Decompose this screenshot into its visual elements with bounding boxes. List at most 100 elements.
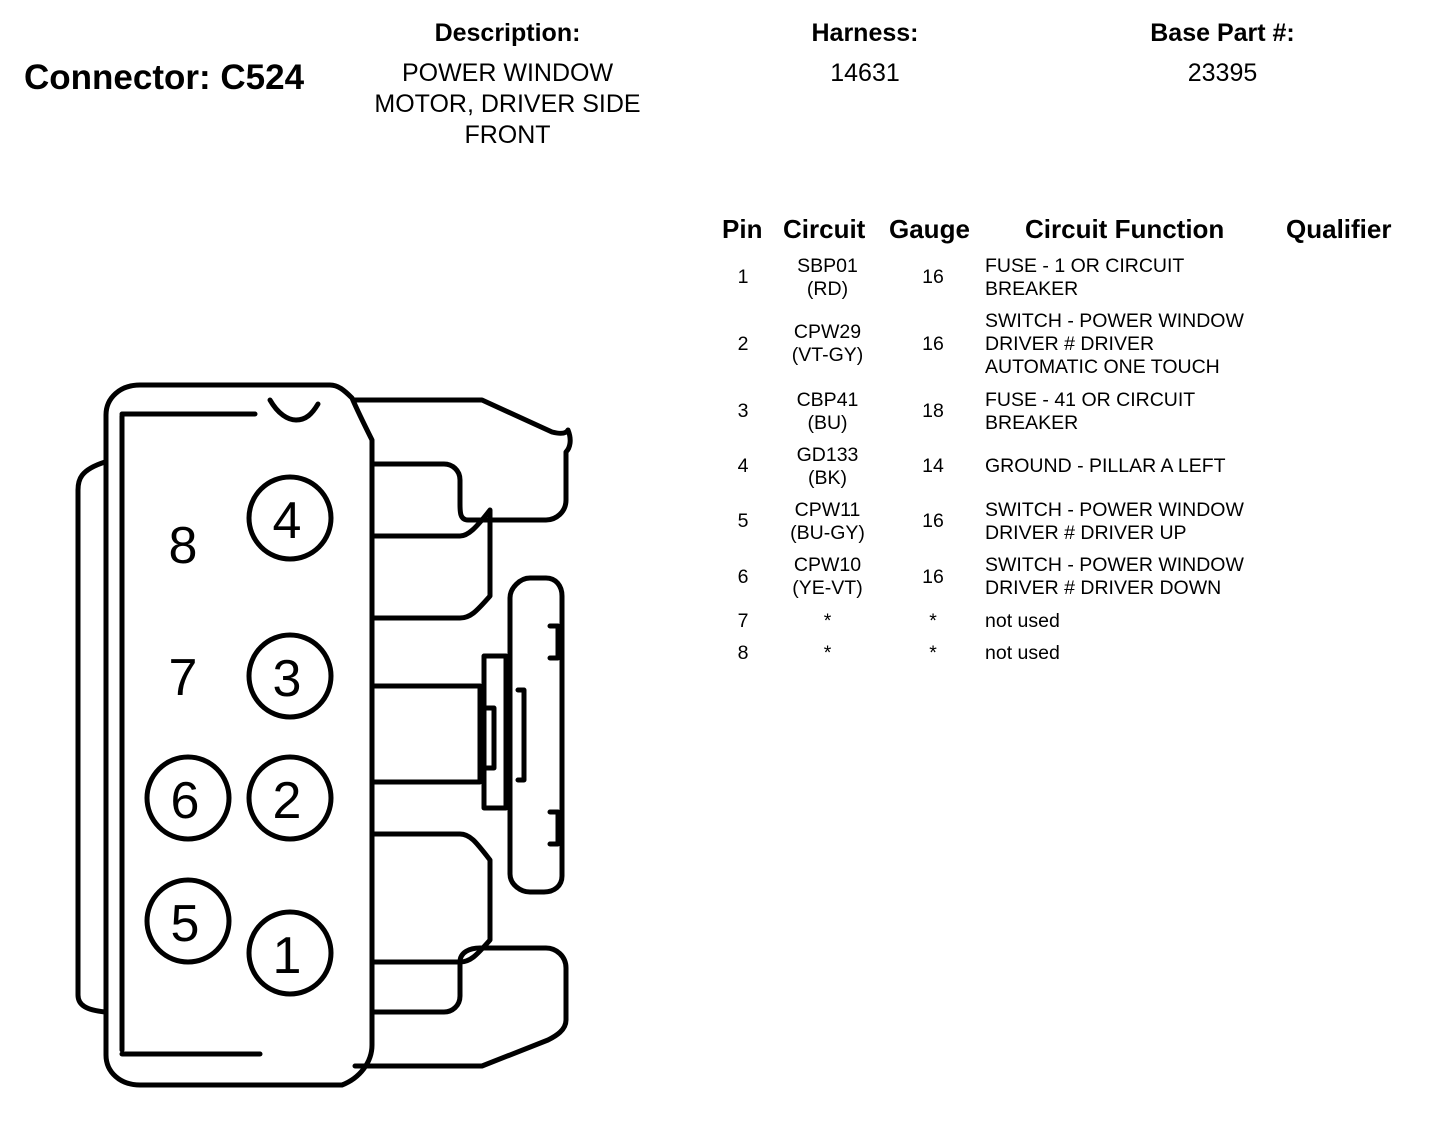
description-value: POWER WINDOW MOTOR, DRIVER SIDE FRONT	[350, 58, 665, 151]
cell-pin: 7	[737, 610, 749, 632]
circuit-id: GD133	[796, 444, 859, 466]
pin-label-3: 3	[273, 650, 302, 708]
description-line: FRONT	[464, 121, 551, 149]
circuit-color: (BU-GY)	[790, 522, 865, 544]
description-line: POWER WINDOW	[401, 59, 614, 87]
function-line: not used	[985, 610, 1060, 632]
cell-gauge: 16	[922, 266, 944, 288]
function-line: DRIVER # DRIVER	[985, 333, 1155, 355]
connector-key-block	[507, 575, 565, 895]
function-line: GROUND - PILLAR A LEFT	[985, 455, 1226, 477]
cell-circuit: CBP41 (BU)	[770, 389, 885, 435]
base-part-block: Base Part #: 23395	[1110, 18, 1335, 89]
cell-gauge: 16	[922, 566, 944, 588]
connector-center-tab	[369, 683, 483, 785]
function-line: SWITCH - POWER WINDOW	[985, 310, 1244, 332]
cell-gauge: 16	[922, 333, 944, 355]
cell-pin: 2	[737, 333, 749, 355]
connector-left-flange	[75, 459, 108, 1015]
cell-circuit: SBP01 (RD)	[770, 255, 885, 301]
pin-cavity-4	[246, 474, 334, 562]
cell-pin: 3	[737, 400, 749, 422]
function-line: not used	[985, 642, 1060, 664]
cell-gauge: *	[929, 610, 937, 632]
cell-function: FUSE - 41 OR CIRCUIT BREAKER	[985, 389, 1195, 435]
circuit-color: (BK)	[808, 467, 847, 489]
circuit-color: (YE-VT)	[792, 577, 863, 599]
description-line: MOTOR, DRIVER SIDE	[374, 90, 641, 118]
function-line: BREAKER	[985, 412, 1079, 434]
circuit-color: (VT-GY)	[791, 344, 864, 366]
cell-function: not used	[985, 610, 1060, 633]
cell-gauge: 18	[922, 400, 944, 422]
circuit-id: *	[823, 642, 832, 664]
cell-gauge: 16	[922, 510, 944, 532]
pin-label-4: 4	[273, 492, 302, 550]
function-line: DRIVER # DRIVER DOWN	[985, 577, 1222, 599]
harness-block: Harness: 14631	[760, 18, 970, 89]
cell-function: SWITCH - POWER WINDOW DRIVER # DRIVER UP	[985, 499, 1244, 545]
function-line: SWITCH - POWER WINDOW	[985, 499, 1244, 521]
circuit-id: SBP01	[797, 255, 858, 277]
cell-function: GROUND - PILLAR A LEFT	[985, 455, 1226, 478]
circuit-id: CPW29	[793, 321, 862, 343]
cell-gauge: *	[929, 642, 937, 664]
circuit-color: (BU)	[807, 412, 848, 434]
function-line: SWITCH - POWER WINDOW	[985, 554, 1244, 576]
column-header-pin: Pin	[722, 214, 763, 244]
cell-function: SWITCH - POWER WINDOW DRIVER # DRIVER AU…	[985, 310, 1244, 379]
circuit-id: *	[823, 610, 832, 632]
pin-label-5: 5	[171, 895, 200, 953]
description-label: Description:	[434, 19, 581, 47]
cell-circuit: CPW10 (YE-VT)	[770, 554, 885, 600]
connector-recess-lower	[369, 831, 493, 965]
circuit-color: (RD)	[806, 278, 849, 300]
harness-value: 14631	[830, 59, 900, 87]
cell-function: FUSE - 1 OR CIRCUIT BREAKER	[985, 255, 1184, 301]
function-line: FUSE - 1 OR CIRCUIT	[985, 255, 1185, 277]
pin-label-7: 7	[169, 649, 198, 707]
column-header-gauge: Gauge	[889, 214, 970, 244]
connector-title: Connector: C524	[24, 58, 305, 97]
cell-pin: 6	[737, 566, 749, 588]
cell-circuit: CPW11 (BU-GY)	[770, 499, 885, 545]
cell-pin: 5	[737, 510, 749, 532]
cell-circuit: CPW29 (VT-GY)	[770, 321, 885, 367]
connector-key-stub	[547, 623, 561, 661]
connector-key-slot	[481, 653, 509, 811]
cell-function: SWITCH - POWER WINDOW DRIVER # DRIVER DO…	[985, 554, 1244, 600]
column-header-qualifier: Qualifier	[1286, 214, 1392, 244]
function-line: FUSE - 41 OR CIRCUIT	[985, 389, 1196, 411]
pin-label-6: 6	[171, 772, 200, 830]
pin-cavity-6	[144, 754, 232, 842]
pin-label-2: 2	[273, 772, 302, 830]
pin-cavity-3	[246, 632, 334, 720]
function-line: BREAKER	[985, 278, 1079, 300]
connector-key-stub	[547, 809, 561, 847]
connector-recess-upper	[369, 507, 493, 621]
connector-latch-lower	[352, 945, 569, 1069]
base-part-value: 23395	[1187, 59, 1258, 87]
cell-pin: 4	[737, 455, 749, 477]
connector-key-pin	[481, 705, 497, 771]
circuit-id: CPW10	[793, 554, 862, 576]
connector-key-rail	[515, 687, 527, 783]
description-block: Description: POWER WINDOW MOTOR, DRIVER …	[350, 18, 665, 151]
function-line: DRIVER # DRIVER UP	[985, 522, 1187, 544]
cell-gauge: 14	[922, 455, 944, 477]
circuit-id: CBP41	[796, 389, 859, 411]
pin-cavity-1	[246, 909, 334, 997]
connector-top-notch	[267, 397, 321, 423]
connector-latch-upper	[352, 397, 573, 523]
cell-circuit: GD133 (BK)	[770, 444, 885, 490]
cell-pin: 1	[737, 266, 749, 288]
pin-cavity-5	[144, 877, 232, 965]
circuit-id: CPW11	[794, 499, 861, 521]
cell-pin: 8	[737, 642, 749, 664]
base-part-label: Base Part #:	[1150, 19, 1295, 47]
harness-label: Harness:	[811, 19, 919, 47]
cell-function: not used	[985, 642, 1060, 665]
pin-label-1: 1	[273, 927, 302, 985]
connector-housing	[103, 382, 375, 1088]
